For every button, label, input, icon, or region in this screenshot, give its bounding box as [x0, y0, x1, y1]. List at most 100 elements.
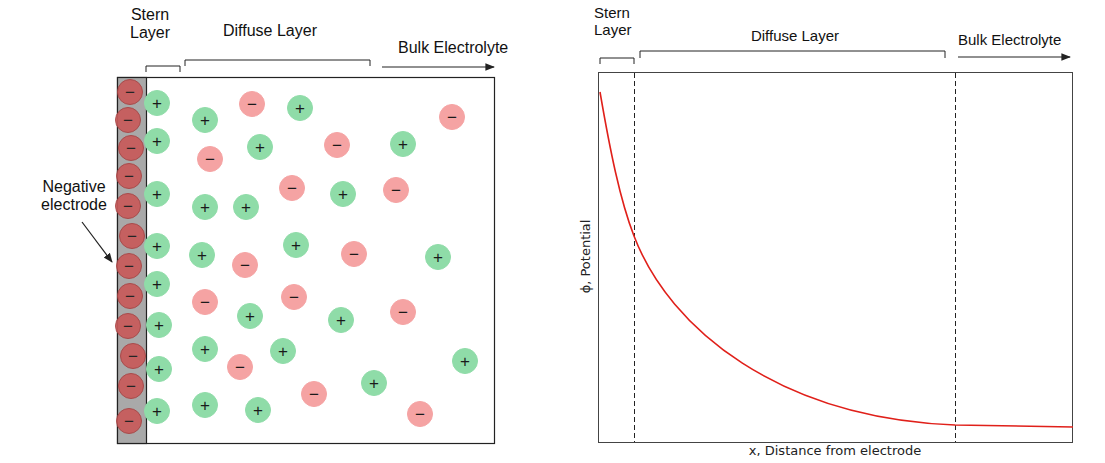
charge-sign: +: [152, 133, 162, 150]
charge-sign: +: [200, 397, 210, 414]
layer-heading: Bulk Electrolyte: [958, 31, 1061, 48]
charge-sign: −: [128, 348, 138, 365]
charge-sign: −: [125, 84, 135, 101]
cation-circle: +: [390, 131, 416, 157]
anion-circle: −: [227, 354, 253, 380]
dashed-divider: [955, 73, 956, 442]
anion-circle: −: [439, 104, 465, 130]
axis-label: x, Distance from electrode: [749, 444, 921, 459]
bracket: [640, 51, 945, 58]
bracket: [146, 66, 180, 72]
cation-circle: +: [192, 107, 218, 133]
charge-sign: +: [460, 353, 470, 370]
cation-circle: +: [425, 244, 451, 270]
anion-circle: −: [324, 132, 350, 158]
charge-sign: +: [278, 343, 288, 360]
cation-circle: +: [237, 303, 263, 329]
arrow: [382, 66, 494, 67]
plot-frame: [599, 73, 1073, 443]
charge-sign: −: [124, 413, 134, 430]
cation-circle: +: [361, 370, 387, 396]
electrode-charge: −: [117, 283, 143, 309]
bracket: [600, 58, 634, 64]
charge-sign: −: [398, 304, 408, 321]
anion-circle: −: [239, 91, 265, 117]
potential-curve: [600, 92, 1073, 427]
cation-circle: +: [144, 398, 170, 424]
electrode-charge: −: [118, 373, 144, 399]
cation-circle: +: [270, 338, 296, 364]
charge-sign: −: [126, 140, 136, 157]
cation-circle: +: [283, 232, 309, 258]
layer-heading: Diffuse Layer: [735, 27, 855, 44]
electrode-charge: −: [116, 253, 142, 279]
charge-sign: +: [200, 199, 210, 216]
cation-circle: +: [192, 392, 218, 418]
charge-sign: +: [197, 247, 207, 264]
charge-sign: −: [240, 257, 250, 274]
charge-sign: −: [123, 318, 133, 335]
charge-sign: +: [200, 341, 210, 358]
charge-sign: −: [123, 198, 133, 215]
charge-sign: +: [152, 276, 162, 293]
charge-sign: +: [336, 312, 346, 329]
charge-sign: +: [152, 403, 162, 420]
charge-sign: −: [447, 109, 457, 126]
arrow: [958, 56, 1070, 57]
anion-circle: −: [197, 146, 223, 172]
electrode-charge: −: [117, 79, 143, 105]
charge-sign: −: [309, 386, 319, 403]
panel-frame: [118, 78, 495, 444]
cation-circle: +: [146, 356, 172, 382]
charge-sign: −: [349, 246, 359, 263]
electrode-charge: −: [115, 107, 141, 133]
cation-circle: +: [192, 336, 218, 362]
cation-circle: +: [247, 134, 273, 160]
charge-sign: −: [332, 137, 342, 154]
charge-sign: −: [126, 378, 136, 395]
charge-sign: −: [289, 289, 299, 306]
charge-sign: −: [391, 182, 401, 199]
electrode-charge: −: [115, 193, 141, 219]
charge-sign: +: [253, 402, 263, 419]
charge-sign: +: [255, 139, 265, 156]
charge-sign: +: [338, 186, 348, 203]
charge-sign: −: [127, 228, 137, 245]
anion-circle: −: [301, 381, 327, 407]
charge-sign: −: [415, 406, 425, 423]
charge-sign: +: [369, 375, 379, 392]
charge-sign: +: [200, 112, 210, 129]
cation-circle: +: [245, 397, 271, 423]
cation-circle: +: [233, 194, 259, 220]
anion-circle: −: [390, 299, 416, 325]
electrode-charge: −: [116, 408, 142, 434]
anion-circle: −: [281, 284, 307, 310]
charge-sign: +: [154, 361, 164, 378]
leader-arrow: [82, 222, 112, 262]
charge-sign: −: [235, 359, 245, 376]
charge-sign: +: [152, 95, 162, 112]
charge-sign: −: [200, 294, 210, 311]
layer-heading: Diffuse Layer: [200, 22, 340, 40]
anion-circle: −: [232, 252, 258, 278]
axis-label: ϕ, Potential: [580, 219, 595, 293]
charge-sign: +: [154, 317, 164, 334]
cation-circle: +: [144, 90, 170, 116]
charge-sign: −: [287, 180, 297, 197]
anion-circle: −: [383, 177, 409, 203]
electrode-charge: −: [120, 343, 146, 369]
cation-circle: +: [452, 348, 478, 374]
cation-circle: +: [144, 181, 170, 207]
charge-sign: −: [124, 168, 134, 185]
electrode-charge: −: [118, 135, 144, 161]
anion-circle: −: [341, 241, 367, 267]
cation-circle: +: [287, 95, 313, 121]
cation-circle: +: [146, 312, 172, 338]
dashed-divider: [634, 73, 635, 442]
charge-sign: −: [125, 288, 135, 305]
anion-circle: −: [407, 401, 433, 427]
cation-circle: +: [144, 233, 170, 259]
charge-sign: +: [152, 186, 162, 203]
